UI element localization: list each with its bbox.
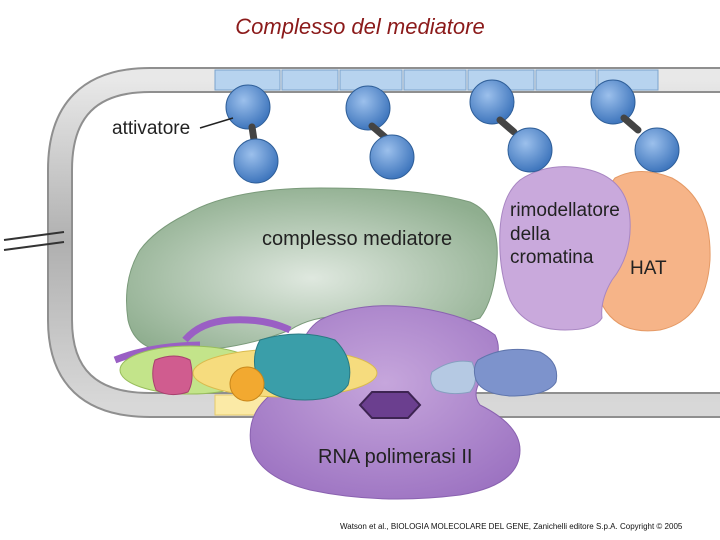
activator-4	[590, 79, 680, 173]
remodeler-label-line3: cromatina	[510, 247, 594, 268]
chromatin-remodeler	[499, 166, 631, 331]
activator-2	[345, 85, 415, 180]
activator-pointer	[199, 117, 234, 129]
dna-in-polymerase	[358, 391, 422, 419]
activator-proteins	[225, 79, 680, 184]
diagram-title: Complesso del mediatore	[235, 14, 485, 39]
activator-label: attivatore	[112, 118, 190, 139]
transcription-factors	[113, 316, 558, 402]
remodeler-label-line1: rimodellatore	[510, 200, 620, 221]
polymerase-label: RNA polimerasi II	[318, 446, 473, 468]
activator-3	[469, 79, 553, 173]
remodeler-label-line2: della	[510, 224, 551, 245]
mediator-label: complesso mediatore	[262, 228, 452, 250]
copyright-credit: Watson et al., BIOLOGIA MOLECOLARE DEL G…	[340, 522, 683, 531]
hat-label: HAT	[630, 258, 667, 279]
activator-1	[225, 84, 279, 184]
